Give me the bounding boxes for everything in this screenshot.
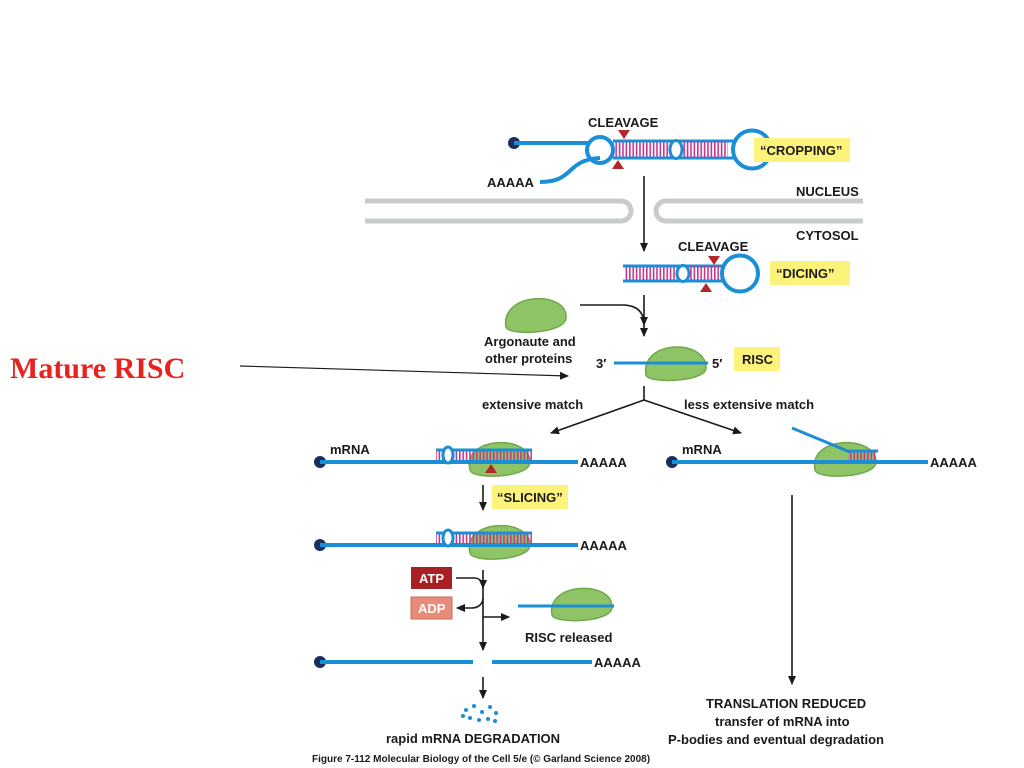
risc-tag: RISC [742, 352, 774, 367]
slicing-tag: “SLICING” [497, 490, 563, 505]
cut-marker-icon [700, 283, 712, 292]
join-arrow [580, 304, 648, 326]
pri-mirna-hairpin [508, 128, 773, 184]
mrna-risc-complex-2 [314, 525, 578, 560]
dicing-tag-bg [770, 261, 850, 285]
argonaute-label-line2: other proteins [485, 351, 572, 366]
cut-marker-icon [485, 464, 497, 473]
p-bodies-label-line1: transfer of mRNA into [715, 714, 850, 729]
argonaute-label-line1: Argonaute and [484, 334, 576, 349]
poly-a-label-top: AAAAA [487, 175, 535, 190]
bulge [668, 139, 684, 160]
mrna-risc-complex-partial [666, 426, 928, 477]
three-prime-label: 3′ [596, 356, 606, 371]
risc-tag-bg [734, 347, 780, 371]
translation-reduced-label: TRANSLATION REDUCED [706, 696, 866, 711]
slicing-tag-bg [492, 485, 568, 509]
risc-released-label: RISC released [525, 630, 612, 645]
mrna-label-right: mRNA [682, 442, 722, 457]
cytosol-label: CYTOSOL [796, 228, 859, 243]
poly-a-label-left-2: AAAAA [580, 538, 628, 553]
nucleus-label: NUCLEUS [796, 184, 859, 199]
poly-a-label-right: AAAAA [930, 455, 978, 470]
rapid-degradation-label: rapid mRNA DEGRADATION [386, 731, 560, 746]
branch-arrow-left [550, 399, 645, 435]
atp-label: ATP [419, 571, 444, 586]
adp-arrow [456, 597, 484, 612]
five-prime-label: 5′ [712, 356, 722, 371]
figure-caption: Figure 7-112 Molecular Biology of the Ce… [312, 754, 650, 765]
extensive-match-label: extensive match [482, 397, 583, 412]
adp-label: ADP [418, 601, 446, 616]
cleavage-label-top: CLEAVAGE [588, 115, 659, 130]
cut-marker-icon [612, 160, 624, 169]
argonaute-protein-icon [505, 298, 567, 334]
cut-marker-icon [708, 256, 720, 265]
pre-mirna-hairpin [623, 253, 760, 294]
duplex-rungs [613, 141, 671, 157]
poly-a-label-left-1: AAAAA [580, 455, 628, 470]
poly-a-label-left-3: AAAAA [594, 655, 642, 670]
mrna-label-left: mRNA [330, 442, 370, 457]
mature-risc-label: Mature RISC [10, 352, 185, 385]
cleavage-label-dicing: CLEAVAGE [678, 239, 749, 254]
p-bodies-label-line2: P-bodies and eventual degradation [668, 732, 884, 747]
mature-risc-pointer-arrow [239, 365, 569, 380]
atp-badge [411, 567, 452, 589]
cropping-tag-bg [754, 138, 850, 162]
dicing-tag: “DICING” [776, 266, 835, 281]
atp-arrow [456, 577, 487, 589]
cut-marker-icon [618, 130, 630, 139]
unpaired-guide-end [791, 426, 851, 454]
branch-arrow-right [643, 399, 742, 435]
degraded-fragments-icon [461, 704, 498, 723]
less-extensive-match-label: less extensive match [684, 397, 814, 412]
nuclear-membrane [365, 198, 863, 224]
adp-badge [410, 596, 453, 620]
mrna-risc-complex-1 [314, 442, 578, 477]
cropping-tag: “CROPPING” [760, 143, 842, 158]
